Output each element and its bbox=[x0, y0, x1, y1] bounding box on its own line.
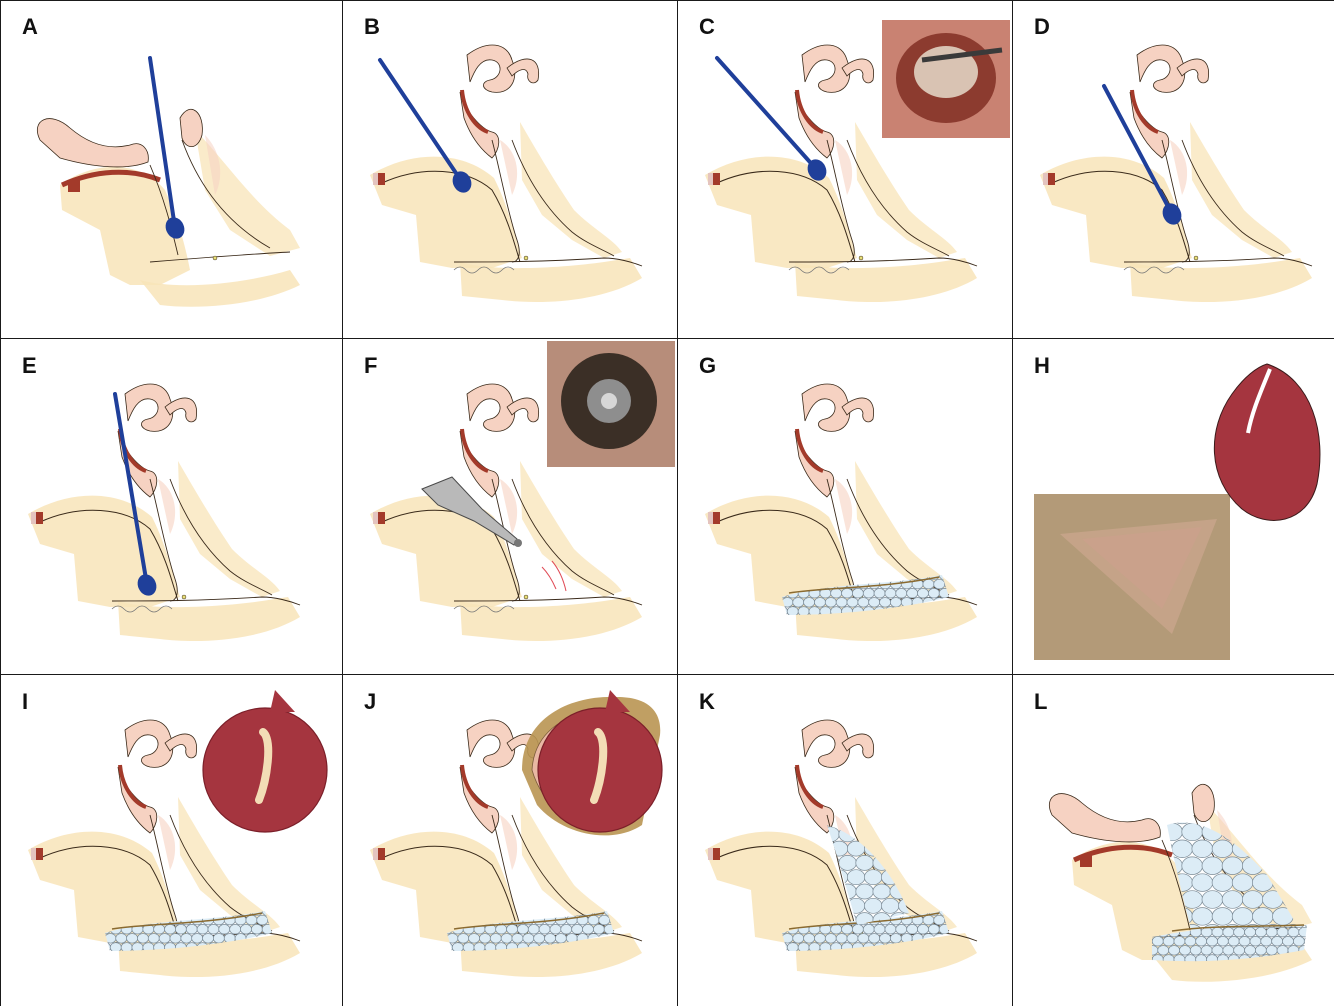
vessel-stripe bbox=[797, 765, 823, 807]
illustration bbox=[0, 0, 342, 339]
bone-mass-left bbox=[705, 157, 857, 268]
illustration bbox=[342, 339, 677, 675]
grid-line-row1 bbox=[0, 338, 1334, 339]
inset-photo bbox=[1034, 494, 1230, 660]
panel-label-l: L bbox=[1034, 689, 1047, 715]
vessel-stripe bbox=[462, 429, 488, 471]
panel-label-b: B bbox=[364, 14, 380, 40]
panel-label-h: H bbox=[1034, 353, 1050, 379]
cartilage-arm bbox=[1049, 794, 1160, 842]
panel-k: K bbox=[677, 675, 1012, 1006]
graft-flap bbox=[522, 690, 662, 835]
bone-mass-right bbox=[1190, 122, 1292, 258]
bone-mass-right bbox=[178, 461, 280, 597]
vessel-stripe bbox=[462, 765, 488, 807]
landmark-dot bbox=[859, 256, 863, 260]
anatomy-sketch bbox=[37, 109, 300, 307]
graft-flap bbox=[1214, 364, 1320, 520]
illustration bbox=[677, 675, 1012, 1006]
landmark-dot bbox=[524, 595, 528, 599]
grid-line-top bbox=[0, 0, 1334, 1]
grid-line-col1 bbox=[342, 0, 343, 1006]
vessel-stripe bbox=[797, 429, 823, 471]
flap-tip bbox=[270, 690, 295, 712]
panel-i: I bbox=[0, 675, 342, 1006]
cartilage-lower bbox=[180, 109, 202, 146]
anatomy-sketch bbox=[1040, 45, 1312, 302]
illustration bbox=[342, 0, 677, 339]
grid-line-col3 bbox=[1012, 0, 1013, 1006]
grid-line-col2 bbox=[677, 0, 678, 1006]
bone-mass-right bbox=[520, 122, 622, 258]
landmark-dot bbox=[1194, 256, 1198, 260]
vessel-stripe bbox=[462, 90, 488, 132]
panel-g: G bbox=[677, 339, 1012, 675]
illustration bbox=[677, 0, 1012, 339]
panel-label-d: D bbox=[1034, 14, 1050, 40]
panel-b: B bbox=[342, 0, 677, 339]
illustration bbox=[0, 675, 342, 1006]
bone-mass-right bbox=[855, 122, 957, 258]
illustration bbox=[1012, 675, 1334, 1006]
bone-mass-left bbox=[370, 157, 522, 268]
anatomy-sketch bbox=[1049, 784, 1315, 982]
illustration bbox=[1012, 0, 1334, 339]
panel-label-k: K bbox=[699, 689, 715, 715]
drill-burr bbox=[514, 539, 522, 547]
panel-label-c: C bbox=[699, 14, 715, 40]
panel-label-g: G bbox=[699, 353, 716, 379]
illustration bbox=[677, 339, 1012, 675]
panel-label-f: F bbox=[364, 353, 377, 379]
panel-f: F bbox=[342, 339, 677, 675]
panel-label-j: J bbox=[364, 689, 376, 715]
vessel-marker bbox=[1080, 855, 1092, 867]
panel-label-i: I bbox=[22, 689, 28, 715]
grid-line-left bbox=[0, 0, 1, 1006]
panel-c: C bbox=[677, 0, 1012, 339]
bone-mass-left bbox=[28, 496, 180, 607]
illustration bbox=[342, 675, 677, 1006]
illustration bbox=[0, 339, 342, 675]
cartilage-arm bbox=[37, 119, 148, 167]
panel-e: E bbox=[0, 339, 342, 675]
vessel-stripe bbox=[120, 765, 146, 807]
landmark-dot bbox=[182, 595, 186, 599]
anatomy-sketch bbox=[705, 384, 977, 641]
anatomy-sketch bbox=[705, 720, 977, 977]
graft-flap bbox=[203, 690, 327, 832]
panel-j: J bbox=[342, 675, 677, 1006]
inset-photo bbox=[547, 341, 675, 467]
vessel-marker bbox=[68, 180, 80, 192]
panel-a: A bbox=[0, 0, 342, 339]
panel-d: D bbox=[1012, 0, 1334, 339]
bone-mass-right bbox=[520, 461, 622, 597]
panel-label-e: E bbox=[22, 353, 37, 379]
vessel-stripe bbox=[797, 90, 823, 132]
panel-label-a: A bbox=[22, 14, 38, 40]
inset-photo bbox=[882, 20, 1010, 138]
anatomy-sketch bbox=[370, 45, 642, 302]
illustration bbox=[1012, 339, 1334, 675]
vessel-stripe bbox=[1132, 90, 1158, 132]
cartilage-lower bbox=[1192, 784, 1214, 821]
leaf-graft bbox=[1214, 364, 1320, 520]
panel-l: L bbox=[1012, 675, 1334, 1006]
landmark-dot bbox=[213, 256, 217, 260]
landmark-dot bbox=[524, 256, 528, 260]
grid-line-row2 bbox=[0, 674, 1334, 675]
bone-mass-left bbox=[370, 496, 522, 607]
panel-h: H bbox=[1012, 339, 1334, 675]
anatomy-sketch bbox=[28, 384, 300, 641]
